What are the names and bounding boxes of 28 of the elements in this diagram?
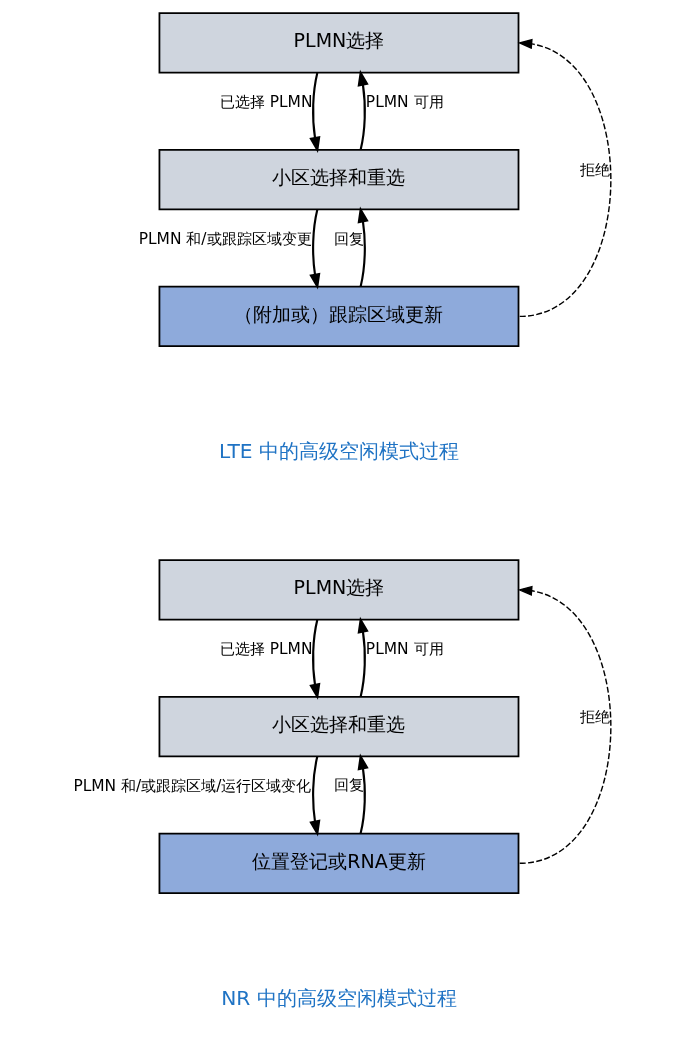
arrow (309, 756, 321, 837)
arrow (309, 72, 321, 153)
edge-label: PLMN 可用 (365, 92, 444, 111)
node-box: PLMN选择 (158, 559, 520, 621)
arrow (357, 206, 369, 287)
edge-label: 已选择 PLMN (219, 93, 313, 112)
node-box: PLMN选择 (158, 12, 520, 74)
node-box: 小区选择和重选 (158, 696, 520, 758)
edge-label: PLMN 可用 (365, 639, 444, 658)
edge-label: PLMN 和/或跟踪区域/运行区域变化 (73, 776, 312, 795)
label: LTE 中的高级空闲模式过程 (218, 439, 459, 464)
node-box: （附加或）跟踪区域更新 (158, 285, 520, 347)
arrow (309, 209, 321, 290)
node-box: 小区选择和重选 (158, 149, 520, 211)
edge-label: 回复 (334, 776, 365, 795)
edge-label: 拒绝 (580, 161, 611, 180)
edge-label: 拒绝 (580, 708, 611, 727)
arrow (357, 69, 369, 150)
label: NR 中的高级空闲模式过程 (221, 985, 457, 1010)
arrow (309, 619, 321, 700)
arrow (357, 616, 369, 697)
edge-label: 回复 (334, 229, 365, 248)
edge-label: PLMN 和/或跟踪区域变更 (138, 230, 312, 249)
arrow (517, 585, 612, 865)
arrow (357, 753, 369, 834)
arrow (517, 38, 612, 318)
node-box: 位置登记或RNA更新 (158, 832, 520, 894)
edge-label: 已选择 PLMN (219, 640, 313, 659)
